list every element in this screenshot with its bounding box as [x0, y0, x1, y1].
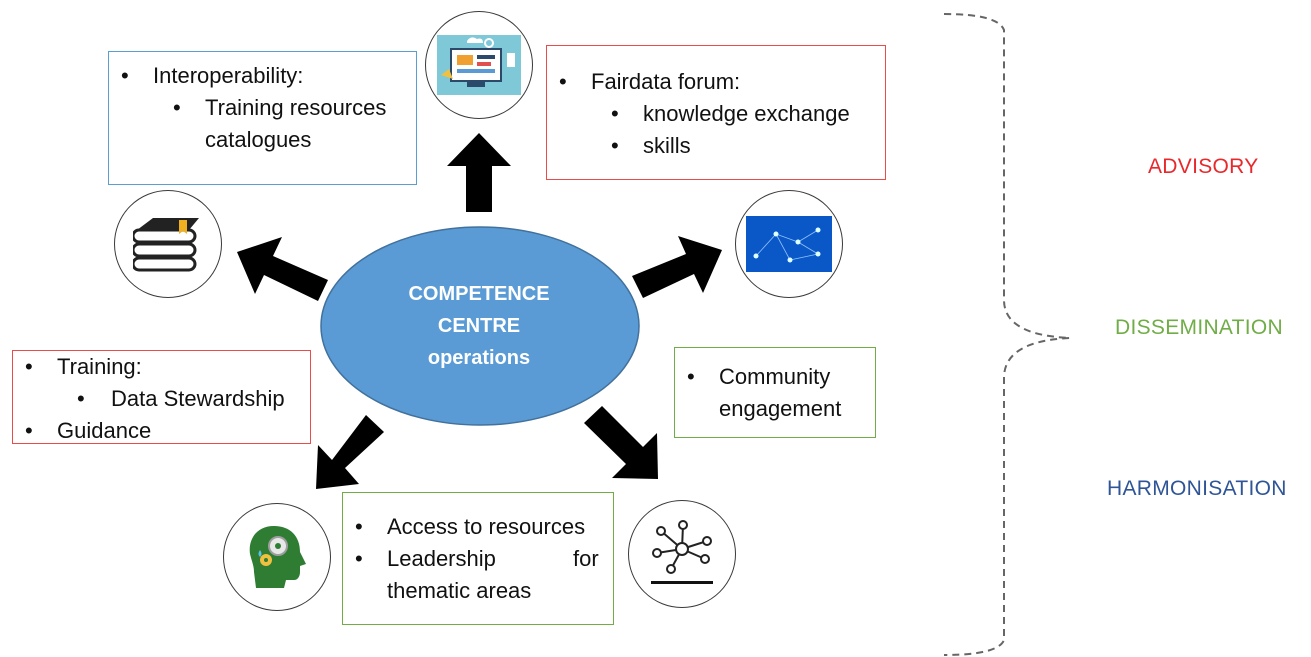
- list-item: Training:: [13, 351, 310, 383]
- list-item: Guidance: [13, 415, 310, 447]
- brain-gears-icon: [223, 503, 331, 611]
- list-item: Leadership for: [343, 543, 613, 575]
- dissemination-label: DISSEMINATION: [1115, 316, 1284, 339]
- list-item: skills: [547, 130, 885, 162]
- arrow-upper-right: [632, 236, 722, 298]
- list-item: knowledge exchange: [547, 98, 885, 130]
- list-item: Community: [675, 361, 875, 393]
- center-line-2: CENTRE: [437, 315, 521, 337]
- community-box: Community engagement: [674, 347, 876, 438]
- list-item-continuation: engagement: [719, 396, 842, 421]
- center-ellipse: [320, 226, 640, 426]
- list-item: Access to resources: [343, 511, 613, 543]
- list-item: Fairdata forum:: [547, 66, 885, 98]
- access-box: Access to resources Leadership for thema…: [342, 492, 614, 625]
- list-item: Training resources: [109, 92, 416, 124]
- center-line-3: operations: [427, 347, 531, 369]
- list-item: Data Stewardship: [13, 383, 310, 415]
- network-screen-icon: [735, 190, 843, 298]
- list-item-continuation: catalogues: [205, 127, 312, 152]
- interoperability-box: Interoperability: Training resources cat…: [108, 51, 417, 185]
- network-nodes-icon: [628, 500, 736, 608]
- list-item-continuation: thematic areas: [387, 578, 532, 603]
- category-brace: [943, 13, 1071, 656]
- center-label: COMPETENCE CENTRE operations: [320, 226, 638, 426]
- harmonisation-label: HARMONISATION: [1107, 477, 1287, 500]
- list-item-part: Leadership: [387, 546, 496, 571]
- center-line-1: COMPETENCE: [408, 283, 550, 305]
- arrow-upper-left: [237, 237, 328, 301]
- list-item-part: for: [573, 546, 599, 571]
- list-item: Interoperability:: [109, 60, 416, 92]
- arrow-lower-right: [584, 406, 658, 479]
- arrow-lower-left: [316, 415, 384, 489]
- training-box: Training: Data Stewardship Guidance: [12, 350, 311, 447]
- arrow-up: [447, 133, 511, 212]
- books-icon: [114, 190, 222, 298]
- computer-screen-icon: [425, 11, 533, 119]
- advisory-label: ADVISORY: [1148, 155, 1259, 178]
- fairdata-box: Fairdata forum: knowledge exchange skill…: [546, 45, 886, 180]
